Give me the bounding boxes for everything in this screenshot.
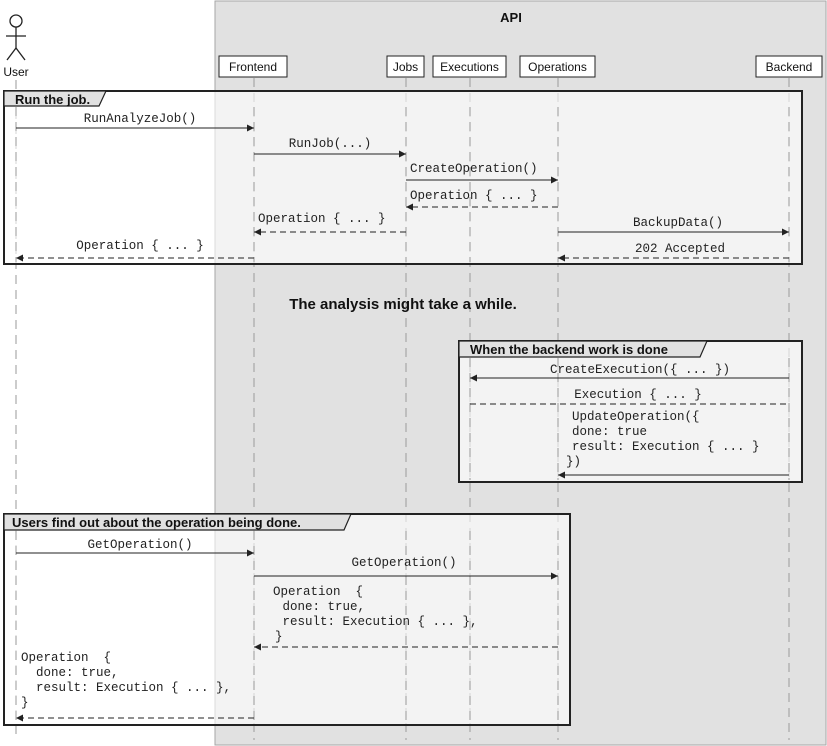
participant-executions [432,55,507,78]
participant-operations-label: Operations [528,60,587,74]
divider-note: The analysis might take a while. [289,296,517,313]
api-label: API [500,10,522,25]
message-label: RunAnalyzeJob() [84,112,197,126]
participant-frontend-label: Frontend [229,60,277,74]
message-label: BackupData() [633,216,723,230]
frame-backend-done-title: When the backend work is done [470,342,668,357]
participant-jobs [386,55,425,78]
message-label: Operation { done: true, result: Executio… [273,585,478,644]
frame-users-find-out [3,513,571,726]
message-label: Operation { ... } [76,239,204,253]
message-label: RunJob(...) [289,137,372,151]
message-label: Execution { ... } [574,388,702,402]
message-label: Operation { done: true, result: Executio… [0,0,269,710]
actor-user-label: User [3,65,28,79]
frame-run-the-job [3,90,803,265]
user-actor-icon [6,14,26,61]
participant-frontend [218,55,288,78]
participant-backend-label: Backend [766,60,813,74]
participant-operations [519,55,596,78]
participant-backend [755,55,823,78]
message-label: UpdateOperation({ done: true result: Exe… [566,410,767,469]
message-label: GetOperation() [351,556,456,570]
frame-run-the-job-tab [3,90,107,107]
message-label: 202 Accepted [635,242,725,256]
frame-users-find-out-tab [3,513,352,531]
message-label: Operation { ... } [410,189,538,203]
participant-jobs-label: Jobs [393,60,418,74]
frame-backend-done [458,340,803,483]
frame-backend-done-tab [458,340,708,358]
frame-users-find-out-title: Users find out about the operation being… [12,515,301,530]
message-label: CreateOperation() [410,162,538,176]
message-label: CreateExecution({ ... }) [550,363,730,377]
participant-executions-label: Executions [440,60,499,74]
frame-run-the-job-title: Run the job. [15,92,90,107]
message-label: GetOperation() [87,538,192,552]
message-label: Operation { ... } [258,212,386,226]
